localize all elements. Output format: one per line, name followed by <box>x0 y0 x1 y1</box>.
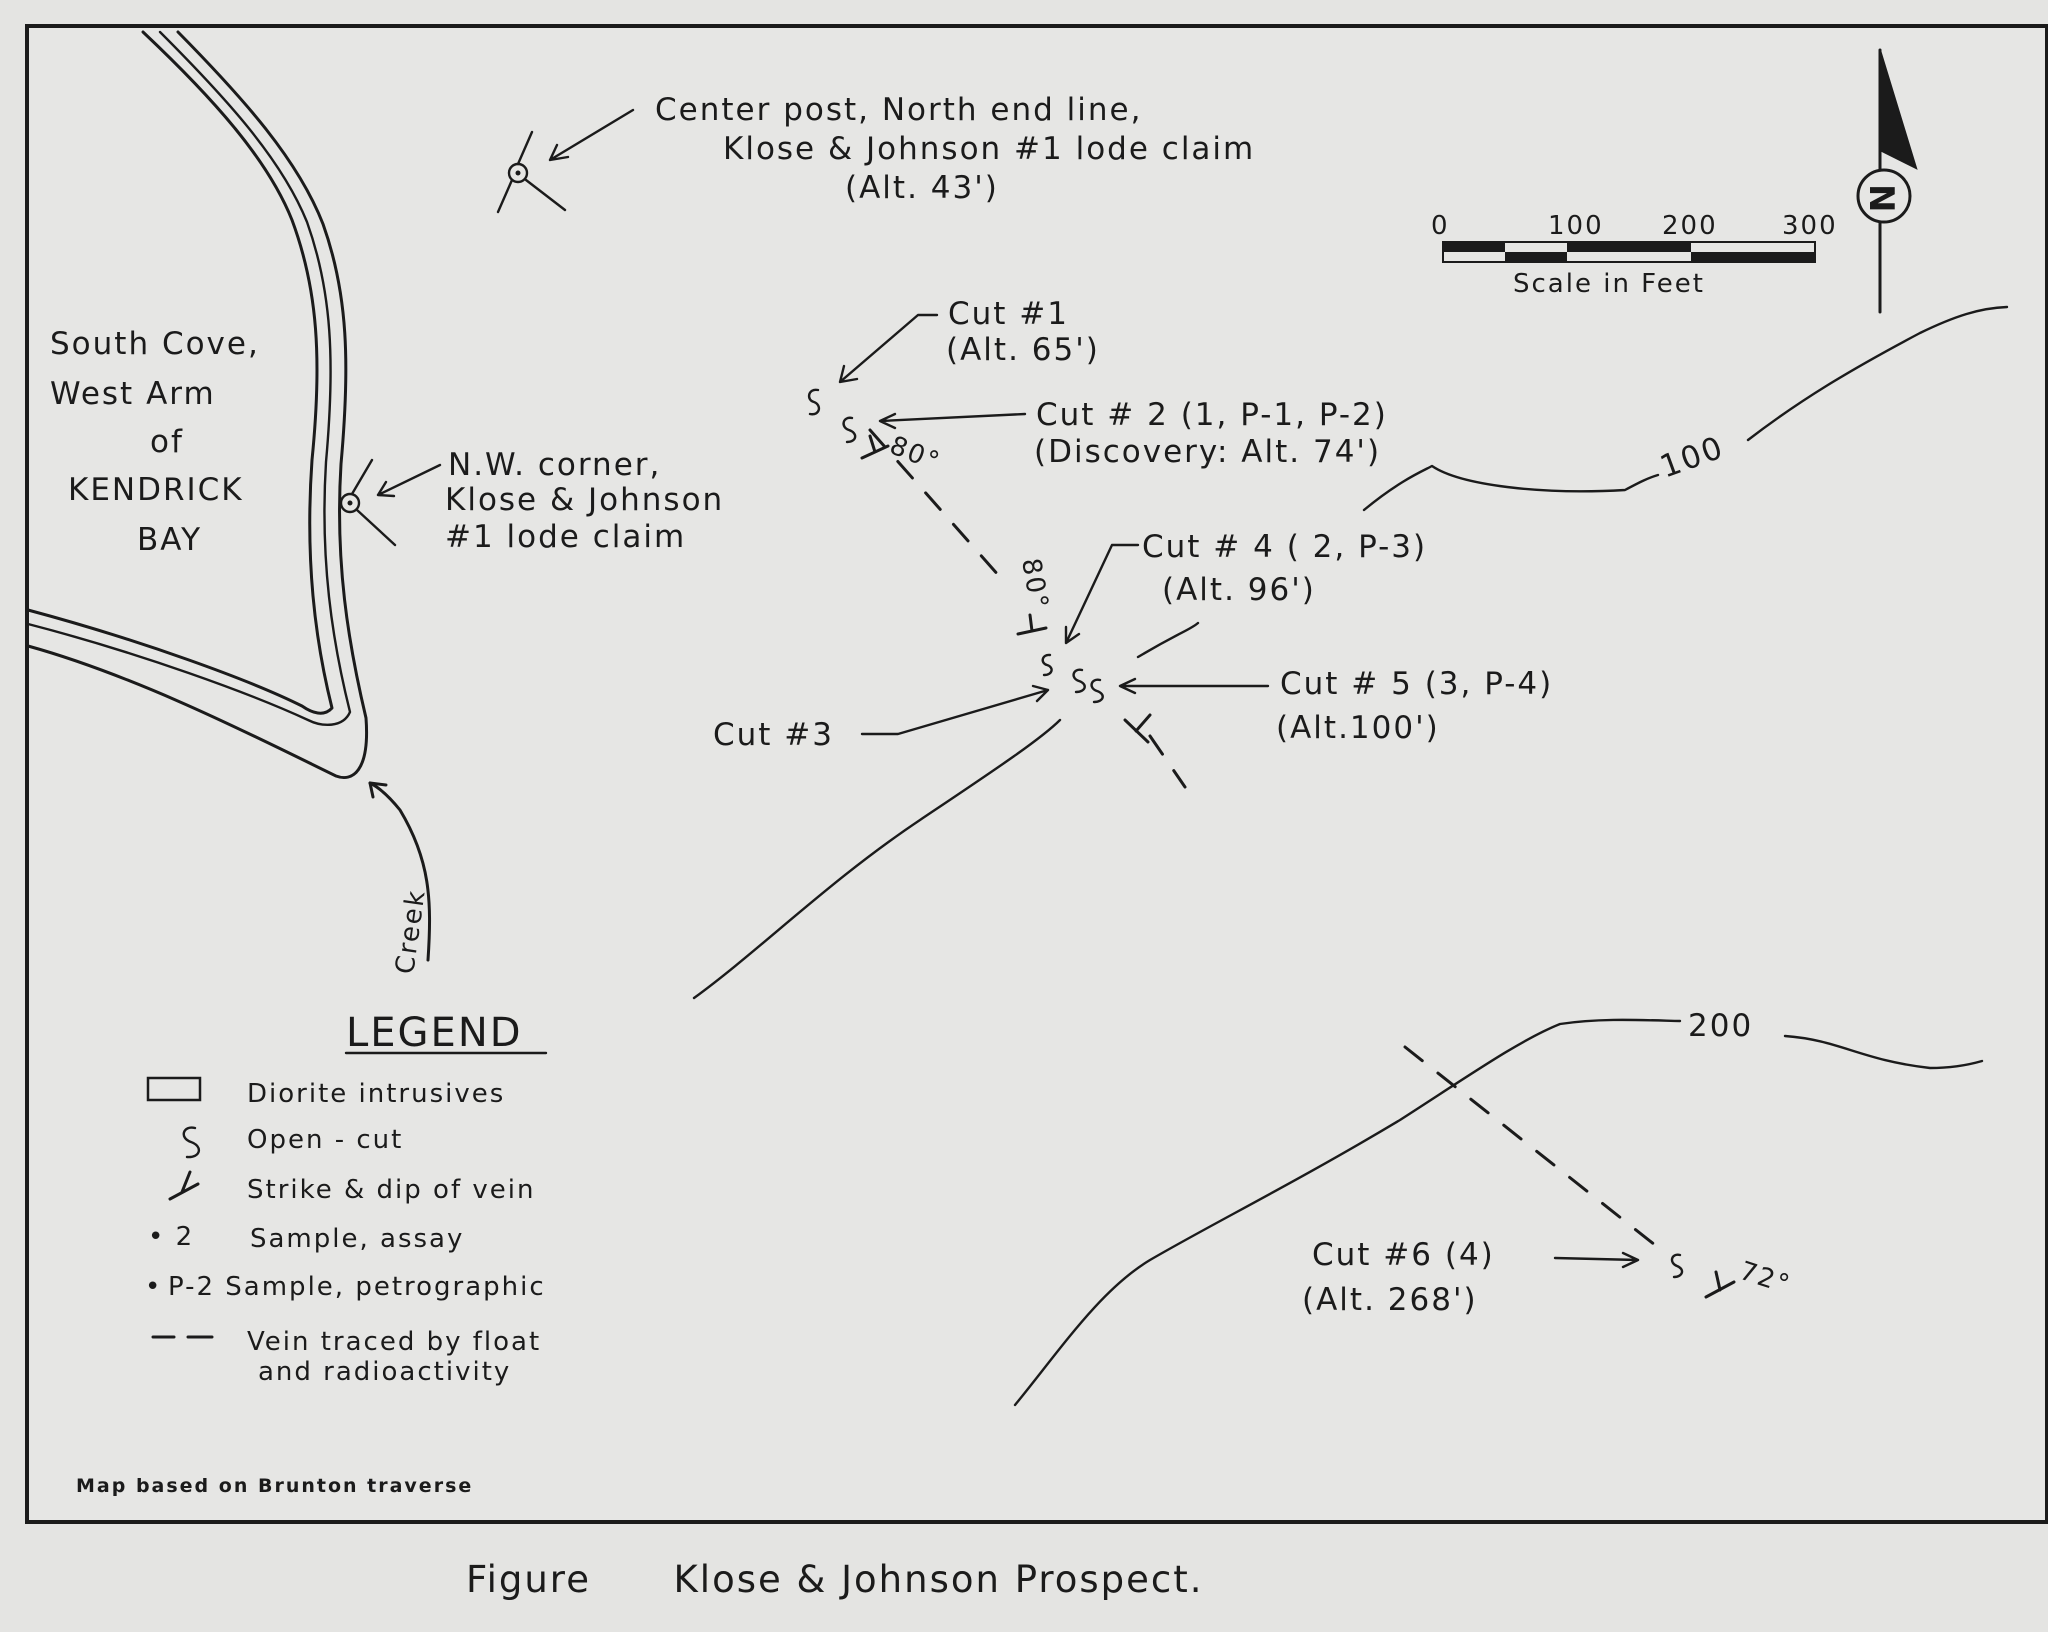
cut5-label-1: Cut # 5 (3, P-4) <box>1280 666 1553 702</box>
center-post-label-3: (Alt. 43') <box>845 170 999 206</box>
north-arrow-icon <box>1856 48 1918 314</box>
center-post-label-1: Center post, North end line, <box>655 92 1142 128</box>
cut1-leader <box>838 313 939 384</box>
legend-petro-symbol: • <box>145 1272 162 1302</box>
water-label-line-1: South Cove, <box>50 326 260 362</box>
open-cut-1 <box>807 388 821 416</box>
scale-tick-300: 300 <box>1782 211 1838 241</box>
nw-corner-label-1: N.W. corner, <box>448 447 661 483</box>
water-label-line-4: KENDRICK <box>68 472 244 508</box>
scale-tick-0: 0 <box>1431 211 1450 241</box>
cut4-leader <box>1064 543 1140 645</box>
strike-dip-cut5 <box>1123 713 1152 744</box>
legend-item-diorite: Diorite intrusives <box>247 1079 505 1109</box>
water-label: South Cove, West Arm of KENDRICK BAY <box>50 326 260 558</box>
legend-diorite-swatch <box>146 1076 202 1102</box>
cut3-leader <box>860 684 1050 736</box>
cut3-label: Cut #3 <box>713 717 834 753</box>
legend-item-vein-2: and radioactivity <box>258 1357 511 1387</box>
map-frame <box>25 24 2048 1524</box>
legend-title: LEGEND <box>346 1010 523 1056</box>
water-label-line-5: BAY <box>137 522 202 558</box>
cut5-leader <box>1118 677 1270 695</box>
open-cut-4 <box>1072 668 1086 694</box>
open-cut-2 <box>842 416 857 444</box>
open-cut-5 <box>1090 678 1104 704</box>
cut6-label-2: (Alt. 268') <box>1302 1282 1478 1318</box>
open-cut-6 <box>1670 1253 1684 1279</box>
legend-item-strike-dip: Strike & dip of vein <box>247 1175 535 1205</box>
figure-caption: Figure Klose & Johnson Prospect. <box>466 1558 1204 1601</box>
legend-assay-symbol: • 2 <box>148 1222 194 1252</box>
cut2-label-2: (Discovery: Alt. 74') <box>1034 434 1381 470</box>
contour-200-label: 200 <box>1688 1008 1753 1044</box>
legend-item-petrographic: P-2 Sample, petrographic <box>168 1272 546 1302</box>
cut2-leader <box>878 412 1027 430</box>
cut6-label-1: Cut #6 (4) <box>1312 1237 1495 1273</box>
legend-item-vein-1: Vein traced by float <box>247 1327 541 1357</box>
water-label-line-2: West Arm <box>50 376 216 412</box>
center-post-label-2: Klose & Johnson #1 lode claim <box>723 131 1255 167</box>
legend-strike-dip-icon <box>168 1170 200 1201</box>
legend-item-open-cut: Open - cut <box>247 1125 403 1155</box>
nw-corner-marker <box>339 458 442 547</box>
open-cut-3 <box>1041 653 1053 677</box>
scale-tick-200: 200 <box>1662 211 1718 241</box>
cut1-label-2: (Alt. 65') <box>946 332 1100 368</box>
scale-bar <box>1442 241 1816 263</box>
strike-dip-cut6 <box>1704 1270 1736 1299</box>
water-label-line-3: of <box>150 424 184 460</box>
center-post-marker <box>496 108 635 214</box>
contour-200 <box>1013 1018 1984 1407</box>
legend: LEGEND Diorite intrusives Open - cut Str… <box>145 1010 548 1387</box>
north-label: N <box>1861 184 1901 214</box>
cut1-label-1: Cut #1 <box>948 296 1069 332</box>
scale-tick-100: 100 <box>1548 211 1604 241</box>
nw-corner-label-2: Klose & Johnson <box>445 482 724 518</box>
traverse-note: Map based on Brunton traverse <box>76 1475 473 1497</box>
contour-100 <box>692 305 2009 1000</box>
cut5-label-2: (Alt.100') <box>1276 710 1440 746</box>
cut4-label-2: (Alt. 96') <box>1162 572 1316 608</box>
coastline <box>26 30 369 779</box>
cut6-leader <box>1553 1251 1640 1269</box>
vein-trace <box>868 428 1657 1247</box>
legend-item-assay: Sample, assay <box>250 1224 464 1254</box>
cut2-label-1: Cut # 2 (1, P-1, P-2) <box>1036 397 1388 433</box>
scale-label: Scale in Feet <box>1513 269 1705 299</box>
strike-dip-cut4 <box>1016 613 1048 636</box>
cut4-label-1: Cut # 4 ( 2, P-3) <box>1142 529 1427 565</box>
strike-dip-cut2 <box>860 434 890 460</box>
nw-corner-label-3: #1 lode claim <box>445 519 686 555</box>
legend-open-cut-icon <box>182 1126 200 1159</box>
